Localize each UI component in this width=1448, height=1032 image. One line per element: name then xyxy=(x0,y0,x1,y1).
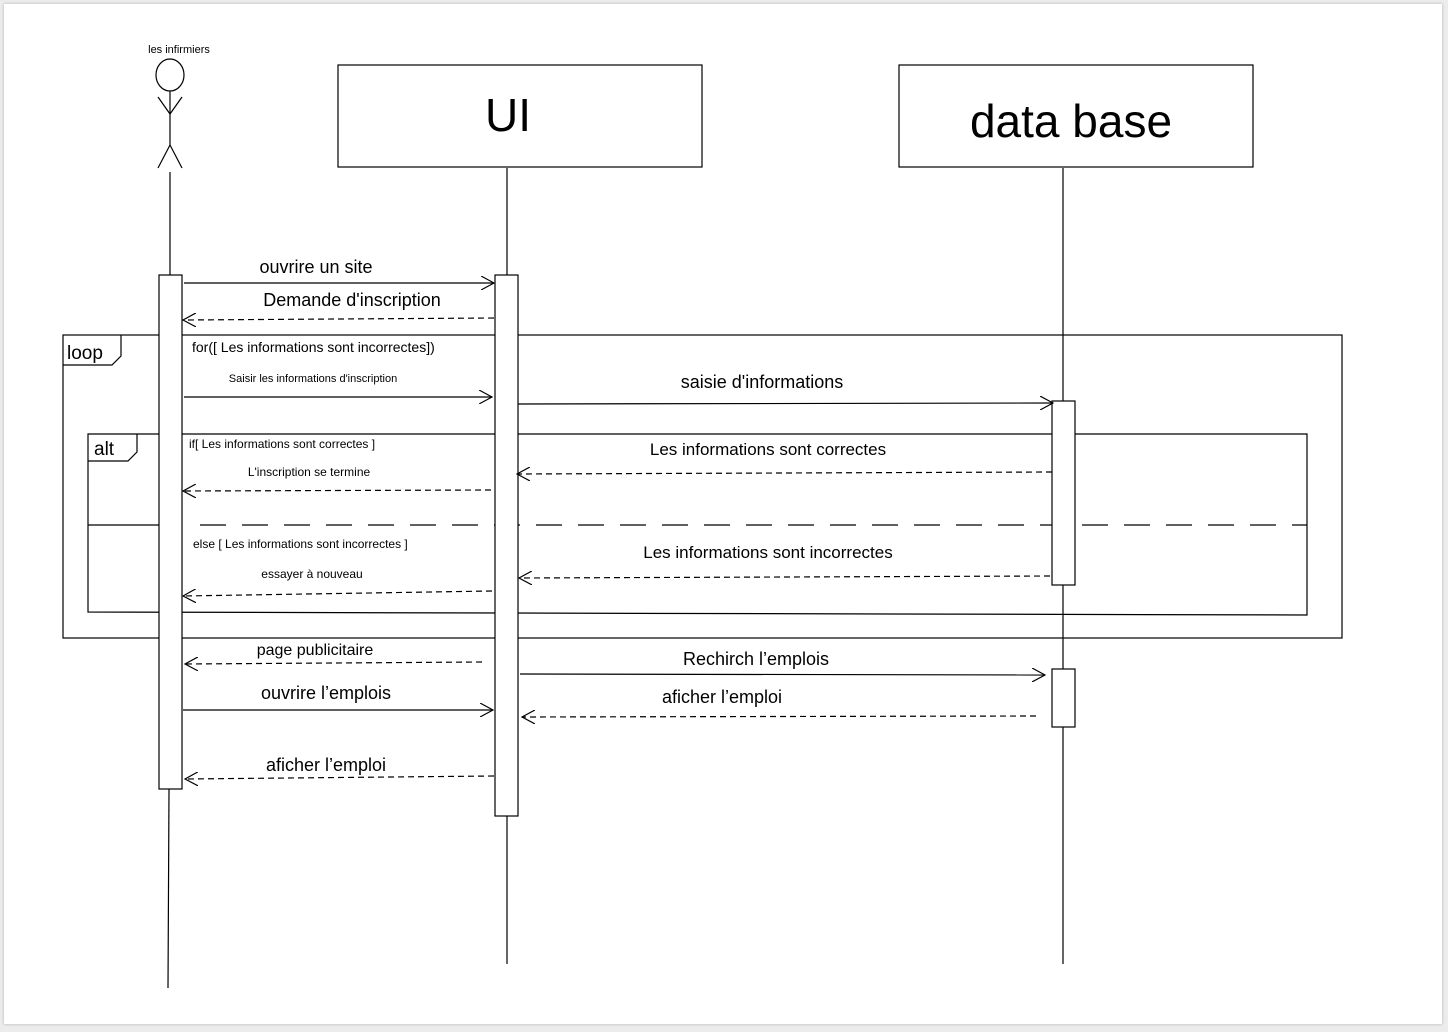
message-label-6: L'inscription se termine xyxy=(248,465,371,479)
message-label-1: ouvrire un site xyxy=(259,257,372,277)
ui-activation-bar xyxy=(494,274,519,817)
message-arrow-10 xyxy=(519,674,1045,675)
database-activation-bar-1 xyxy=(1051,400,1076,586)
alt-else-guard: else [ Les informations sont incorrectes… xyxy=(193,537,408,551)
message-label-3: Saisir les informations d'inscription xyxy=(229,373,397,385)
message-label-10: Rechirch l’emplois xyxy=(683,649,829,669)
ui-lifeline-label: UI xyxy=(485,89,531,141)
message-label-5: Les informations sont correctes xyxy=(650,440,886,459)
message-arrow-5 xyxy=(517,472,1053,474)
message-label-4: saisie d'informations xyxy=(681,372,844,392)
message-arrow-9 xyxy=(185,662,483,664)
database-lifeline-head xyxy=(898,64,1254,168)
message-arrow-7 xyxy=(519,576,1051,578)
actor-activation-bar xyxy=(158,274,183,790)
message-arrow-6 xyxy=(183,490,492,491)
loop-fragment xyxy=(62,334,1343,639)
message-arrow-13 xyxy=(185,776,495,779)
message-label-11: ouvrire l’emplois xyxy=(261,683,391,703)
message-arrow-4 xyxy=(517,403,1053,404)
database-lifeline-label: data base xyxy=(970,95,1172,147)
alt-fragment xyxy=(87,433,1308,616)
ui-lifeline-head xyxy=(337,64,703,168)
alt-keyword: alt xyxy=(94,439,115,460)
actor-label: les infirmiers xyxy=(148,44,210,56)
database-activation-bar-2 xyxy=(1051,668,1076,728)
message-label-9: page publicitaire xyxy=(257,642,374,659)
message-arrow-12 xyxy=(522,716,1037,717)
actor-stick-figure xyxy=(155,58,185,169)
loop-guard: for([ Les informations sont incorrectes]… xyxy=(192,339,435,355)
loop-keyword: loop xyxy=(67,343,103,364)
message-arrow-8 xyxy=(183,591,493,596)
message-label-7: Les informations sont incorrectes xyxy=(643,543,892,562)
message-label-12: aficher l’emploi xyxy=(662,687,782,707)
message-arrow-2 xyxy=(183,318,495,320)
alt-if-guard: if[ Les informations sont correctes ] xyxy=(189,437,375,451)
message-label-13: aficher l’emploi xyxy=(266,755,386,775)
diagram-canvas: les infirmiers UI data base loop for([ L… xyxy=(4,4,1442,1024)
message-label-2: Demande d'inscription xyxy=(263,290,441,310)
message-label-8: essayer à nouveau xyxy=(261,567,362,581)
actor-lifeline-tail xyxy=(167,788,170,989)
